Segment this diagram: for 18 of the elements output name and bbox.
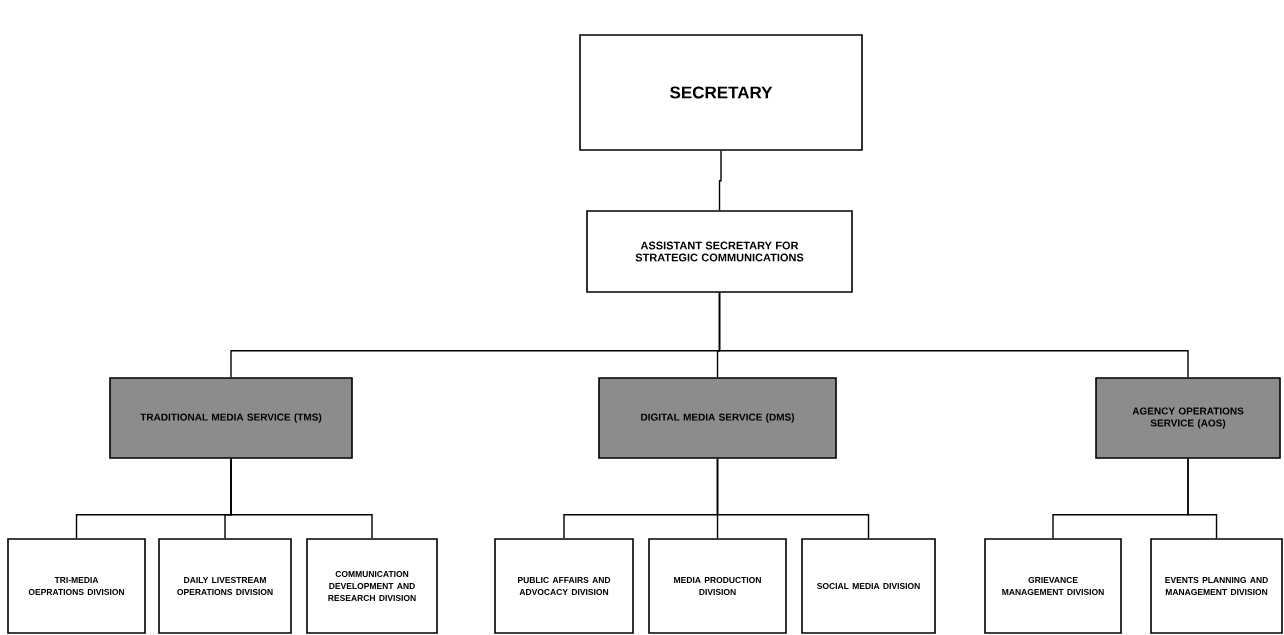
position-box: ASSISTANT SECRETARY FOR STRATEGIC COMMUNICATIONS	[586, 210, 853, 293]
division-box: SOCIAL MEDIA DIVISION	[801, 538, 936, 634]
service-box: TRADITIONAL MEDIA SERVICE (TMS)	[109, 377, 353, 459]
division-box: COMMUNICATION DEVELOPMENT AND RESEARCH DIVISION	[306, 538, 438, 634]
service-box: AGENCY OPERATIONS SERVICE (AOS)	[1095, 377, 1281, 459]
division-box: PUBLIC AFFAIRS AND ADVOCACY DIVISION	[494, 538, 634, 634]
connector-line	[230, 458, 373, 539]
service-box: DIGITAL MEDIA SERVICE (DMS)	[598, 377, 837, 459]
division-box: GRIEVANCE MANAGEMENT DIVISION	[984, 538, 1122, 634]
division-box: MEDIA PRODUCTION DIVISION	[648, 538, 787, 634]
division-box: DAILY LIVESTREAM OPERATIONS DIVISION	[158, 538, 292, 634]
connector-line	[718, 292, 1189, 378]
connector-line	[718, 150, 722, 211]
title-box: SECRETARY	[579, 34, 863, 151]
connector-line	[716, 458, 870, 539]
connector-line	[1187, 458, 1218, 539]
division-box: EVENTS PLANNING AND MANAGEMENT DIVISION	[1150, 538, 1283, 634]
division-box: TRI-MEDIA OEPRATIONS DIVISION	[7, 538, 146, 634]
